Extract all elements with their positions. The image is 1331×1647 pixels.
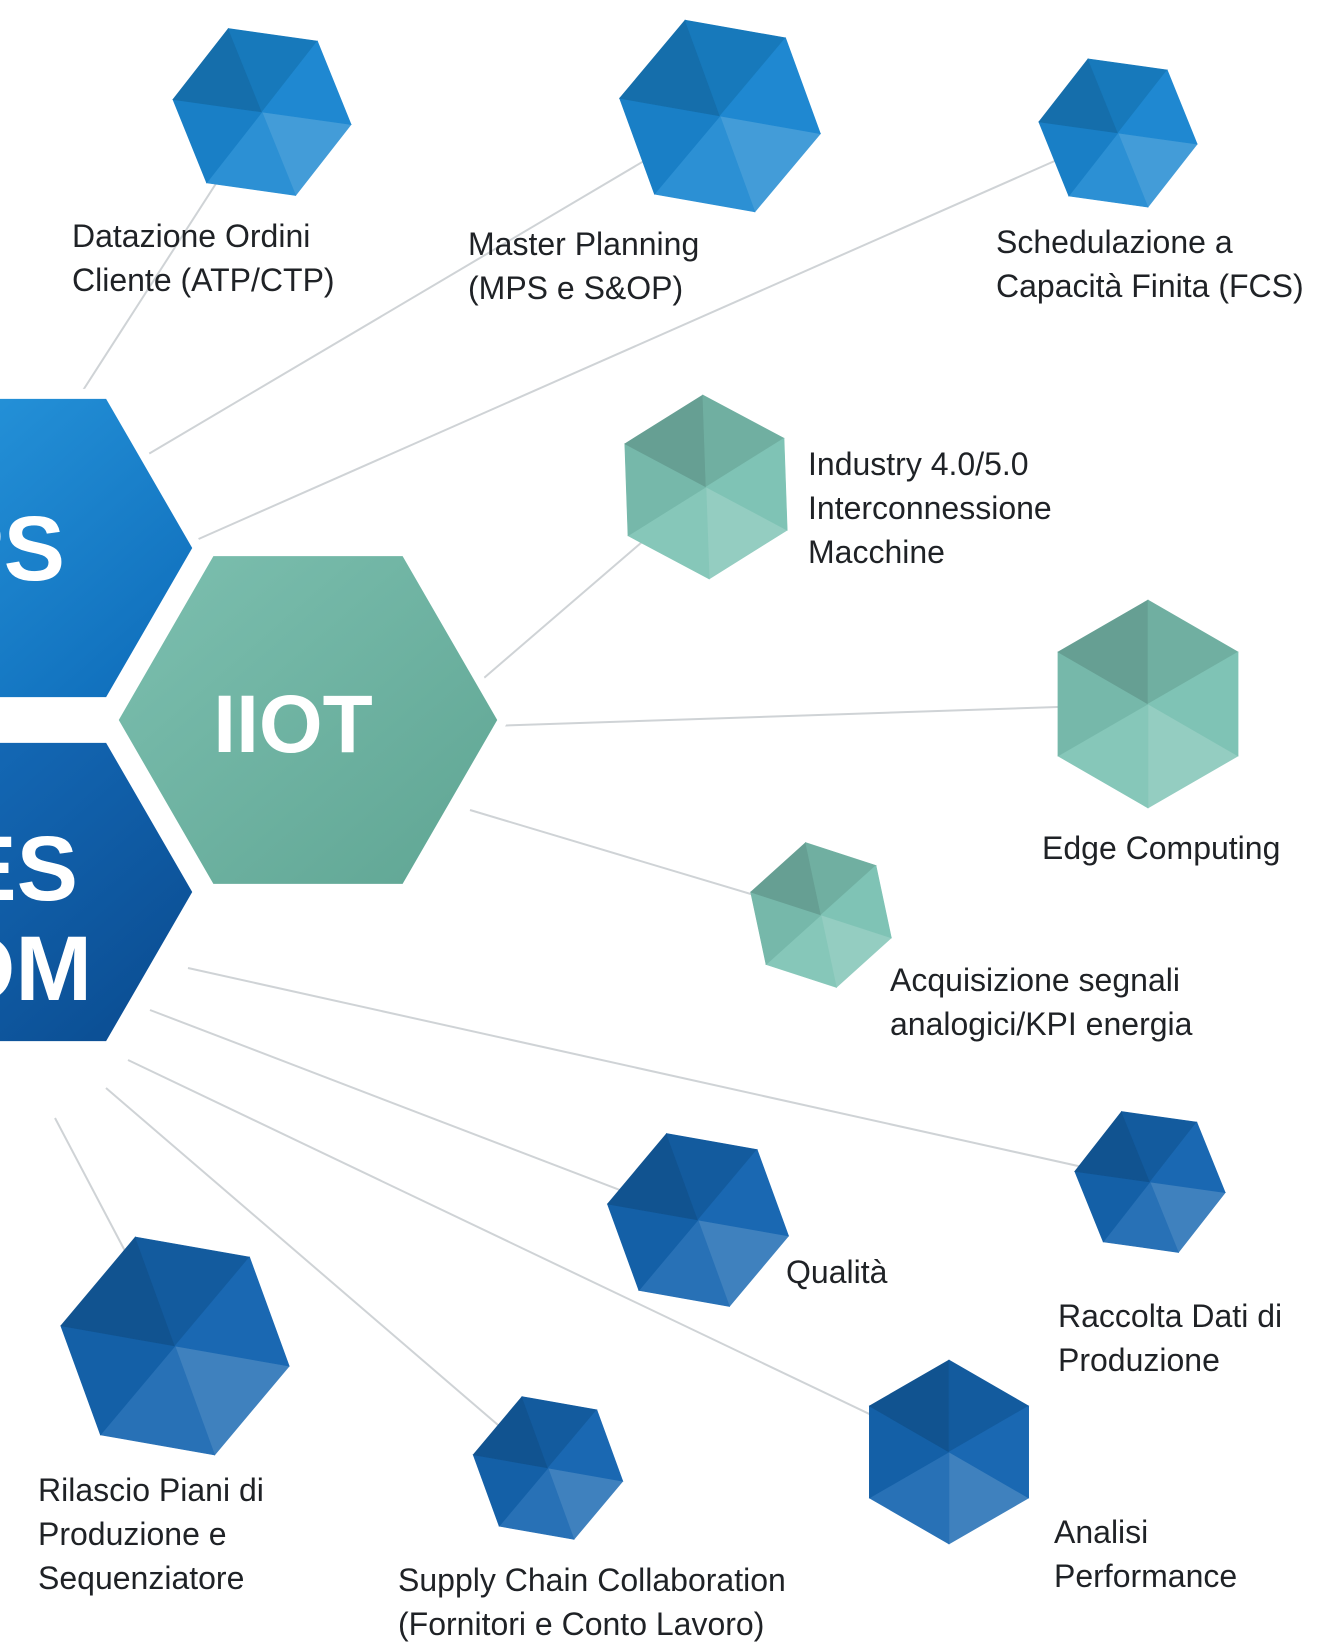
connector-line — [149, 1009, 699, 1221]
label-datazione: Datazione Ordini Cliente (ATP/CTP) — [72, 218, 335, 298]
hub-mes-label-line1: ES — [0, 818, 78, 920]
gem-industry — [624, 394, 788, 580]
gem-rilascio-facet — [174, 1256, 290, 1367]
connector-line — [127, 1059, 950, 1453]
gem-analisi — [868, 1359, 1030, 1545]
gem-schedulazione — [1038, 58, 1198, 208]
gem-master — [618, 19, 822, 213]
gem-supply — [472, 1395, 624, 1541]
connector-line — [489, 703, 1149, 727]
hub-aps — [0, 388, 204, 708]
label-qualita: Qualità — [786, 1254, 888, 1290]
label-edge-computing: Edge Computing — [1042, 830, 1281, 866]
gem-shapes — [60, 19, 1239, 1545]
gem-acquisizione-facet — [820, 864, 892, 939]
label-schedulazione: Schedulazione a Capacità Finita (FCS) — [996, 224, 1304, 304]
gem-datazione-facet — [261, 40, 352, 125]
hub-mes-label-line2: OM — [0, 918, 92, 1020]
gem-datazione — [172, 27, 352, 197]
connector-line — [134, 115, 721, 463]
gem-qualita-facet — [697, 1148, 790, 1237]
connector-line — [105, 1087, 549, 1469]
gem-edge-facet — [1147, 651, 1239, 757]
gem-supply-facet — [547, 1409, 624, 1482]
hub-shapes: PS IIOT ESOM — [0, 388, 509, 1052]
gem-rilascio — [60, 1236, 290, 1456]
connector-lines — [54, 111, 1151, 1469]
gem-edge — [1057, 599, 1239, 809]
hub-iiot-label: IIOT — [213, 679, 372, 770]
label-raccolta: Raccolta Dati di Produzione — [1058, 1298, 1283, 1378]
gem-master-facet — [719, 37, 821, 135]
gem-acquisizione — [750, 842, 892, 988]
gem-raccolta-facet — [1149, 1121, 1226, 1193]
hub-aps-label: PS — [0, 498, 65, 600]
label-analisi: Analisi Performance — [1054, 1514, 1238, 1594]
connector-line — [184, 132, 1119, 546]
gem-qualita — [606, 1132, 790, 1308]
label-master-planning: Master Planning (MPS e S&OP) — [468, 226, 700, 306]
hub-mes — [0, 732, 204, 1052]
connector-line — [187, 967, 1151, 1183]
label-supply-chain: Supply Chain Collaboration (Fornitori e … — [398, 1562, 786, 1642]
label-acquisizione: Acquisizione segnali analogici/KPI energ… — [890, 962, 1193, 1042]
label-industry: Industry 4.0/5.0 Interconnessione Macchi… — [808, 446, 1052, 570]
gem-analisi-facet — [948, 1405, 1029, 1499]
hub-iiot — [107, 546, 509, 894]
gem-industry-facet — [705, 437, 788, 531]
gem-raccolta — [1074, 1110, 1226, 1254]
gem-schedulazione-facet — [1117, 69, 1198, 145]
label-rilascio: Rilascio Piani di Produzione e Sequenzia… — [38, 1472, 264, 1596]
